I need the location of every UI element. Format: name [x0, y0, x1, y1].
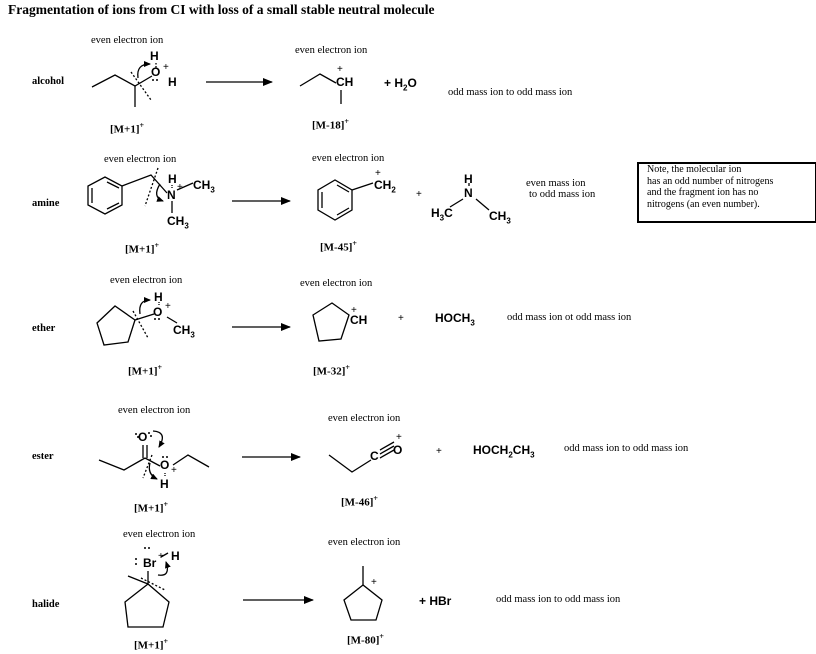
atom-ch: CH [336, 75, 354, 89]
atom-ch3: CH3 [489, 209, 511, 226]
product-caption-ether: even electron ion [300, 278, 373, 289]
atom-h: H [154, 290, 163, 304]
atom-n: N [464, 186, 473, 200]
reactant-caption-ether: even electron ion [110, 275, 183, 286]
product-caption-halide: even electron ion [328, 537, 401, 548]
description-amine-line1: even mass ion [526, 178, 586, 189]
atom-h: H [150, 49, 159, 63]
atom-ch3: CH3 [193, 178, 215, 195]
atom-ch: CH [350, 313, 368, 327]
atom-h: H [464, 172, 473, 186]
reactant-caption-halide: even electron ion [123, 529, 196, 540]
charge-plus: + [177, 182, 183, 193]
reactant-caption-amine: even electron ion [104, 154, 177, 165]
description-alcohol: odd mass ion to odd mass ion [448, 87, 573, 98]
atom-h: H [171, 549, 180, 563]
product-caption-alcohol: even electron ion [295, 45, 368, 56]
product-mass-label-ether: [M-32]+ [313, 363, 350, 378]
atom-o: O [160, 458, 170, 472]
atom-h: H [160, 477, 169, 491]
description-ether: odd mass ion ot odd mass ion [507, 312, 632, 323]
reactant-caption-ester: even electron ion [118, 405, 191, 416]
atom-n: N [167, 188, 176, 202]
atom-h: H [168, 75, 177, 89]
reactant-mass-label-ether: [M+1]+ [128, 363, 163, 378]
row-label-alcohol: alcohol [32, 76, 65, 87]
note-line: nitrogens (an even number). [647, 198, 760, 210]
product-mass-label-ester: [M-46]+ [341, 494, 378, 509]
atom-o: O [393, 443, 403, 457]
atom-o: O [138, 430, 148, 444]
neutral-loss-ethanol: HOCH2CH3 [473, 443, 535, 460]
atom-br: Br [143, 556, 157, 570]
charge-plus: + [371, 577, 377, 588]
charge-plus: + [165, 301, 171, 312]
row-label-amine: amine [32, 198, 60, 209]
atom-c: C [370, 449, 379, 463]
charge-plus: + [163, 62, 169, 73]
neutral-loss-water: + H2O [384, 76, 417, 93]
row-label-ester: ester [32, 451, 54, 462]
neutral-loss-hbr: + HBr [419, 594, 452, 608]
charge-plus: + [396, 432, 402, 443]
product-caption-ester: even electron ion [328, 413, 401, 424]
note-line: Note, the molecular ion [647, 164, 742, 175]
neutral-loss-methanol: HOCH3 [435, 311, 475, 328]
reactant-mass-label-ester: [M+1]+ [134, 500, 169, 515]
product-caption-amine: even electron ion [312, 153, 385, 164]
description-halide: odd mass ion to odd mass ion [496, 594, 621, 605]
row-label-halide: halide [32, 599, 60, 610]
charge-plus: + [375, 168, 381, 179]
reactant-mass-label-amine: [M+1]+ [125, 241, 160, 256]
reactant-mass-label-alcohol: [M+1]+ [110, 121, 145, 136]
charge-plus: + [337, 64, 343, 75]
charge-plus: + [171, 465, 177, 476]
row-label-ether: ether [32, 323, 56, 334]
atom-ch3: CH3 [167, 214, 189, 231]
plus-sign: + [416, 189, 422, 200]
description-amine-line2: to odd mass ion [529, 189, 596, 200]
product-mass-label-amine: [M-45]+ [320, 239, 357, 254]
atom-o: O [153, 305, 163, 319]
note-line: has an odd number of nitrogens [647, 175, 774, 187]
plus-sign: + [398, 313, 404, 324]
atom-ch2: CH2 [374, 178, 396, 195]
product-mass-label-halide: [M-80]+ [347, 632, 384, 647]
atom-o: O [151, 65, 161, 79]
atom-ch3: CH3 [173, 323, 195, 340]
description-ester: odd mass ion to odd mass ion [564, 443, 689, 454]
note-line: and the fragment ion has no [647, 187, 759, 198]
atom-h: H [168, 172, 177, 186]
reactant-mass-label-halide: [M+1]+ [134, 637, 169, 652]
reactant-caption-alcohol: even electron ion [91, 35, 164, 46]
product-mass-label-alcohol: [M-18]+ [312, 117, 349, 132]
atom-h3c: H3C [431, 206, 453, 223]
charge-plus: + [351, 305, 357, 316]
page-title: Fragmentation of ions from CI with loss … [8, 2, 435, 17]
plus-sign: + [436, 446, 442, 457]
